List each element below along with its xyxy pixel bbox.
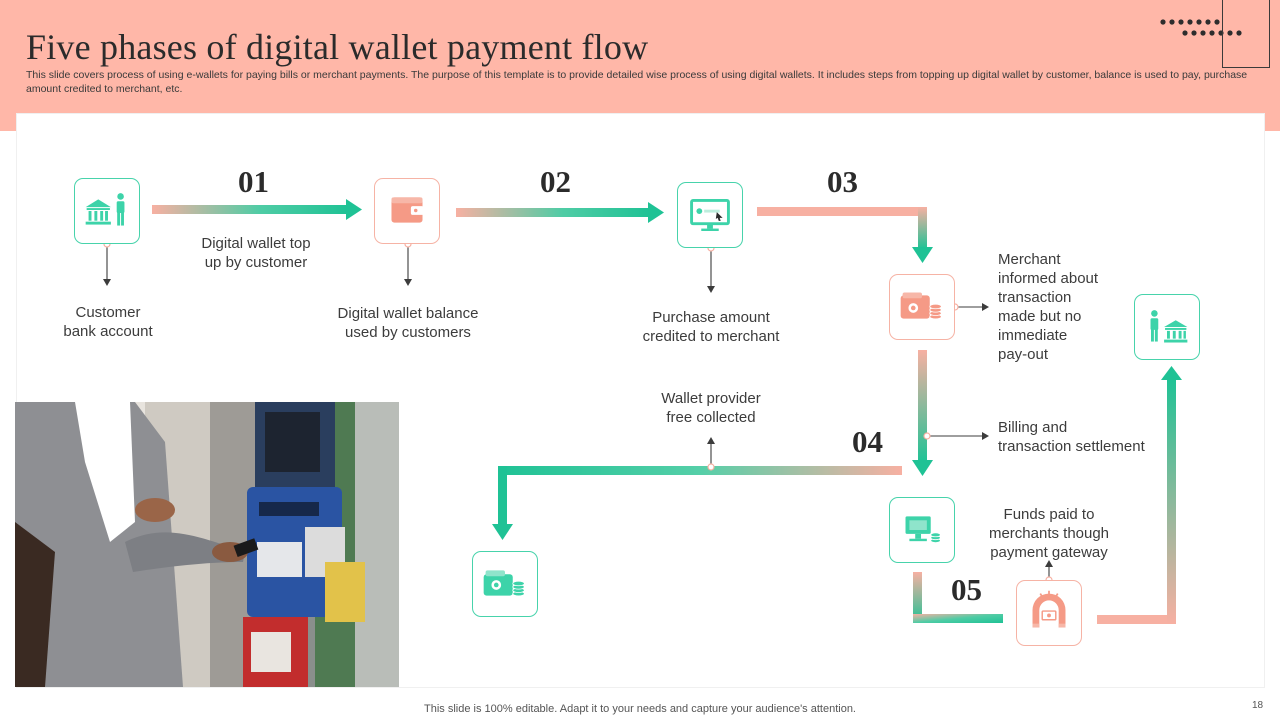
computer-coins-icon <box>905 516 941 543</box>
customer-bank-node <box>74 178 140 244</box>
arrow-04 <box>492 466 902 540</box>
arrow-final <box>1097 366 1182 624</box>
monitor-checkout-icon <box>690 199 730 231</box>
header-band: Five phases of digital wallet payment fl… <box>0 0 1280 131</box>
label-wallet-balance: Digital wallet balance used by customers <box>337 305 479 341</box>
wallet-coins-icon <box>483 570 525 597</box>
wallet-coins-icon <box>900 292 942 320</box>
footer-note: This slide is 100% editable. Adapt it to… <box>424 703 856 715</box>
arrow-04-down <box>912 350 933 476</box>
step-number-04: 04 <box>852 424 883 459</box>
arrow-03 <box>757 207 933 263</box>
merchant-informed-node <box>889 274 955 340</box>
label-billing: Billing and transaction settlement <box>998 419 1145 455</box>
label-purchase: Purchase amount credited to merchant <box>642 309 780 345</box>
step-number-03: 03 <box>827 164 858 199</box>
wallet-provider-node <box>472 551 538 617</box>
label-wallet-provider: Wallet provider free collected <box>661 390 761 426</box>
label-merchant-informed: Merchant informed about transaction made… <box>998 251 1099 363</box>
step-number-02: 02 <box>540 164 571 199</box>
payment-gateway-node <box>889 497 955 563</box>
arrow-02 <box>456 202 664 223</box>
page-subtitle: This slide covers process of using e-wal… <box>26 69 1248 95</box>
arrow-05 <box>913 572 1003 623</box>
bank-person-icon <box>85 193 125 226</box>
person-bank-icon <box>1150 310 1188 343</box>
merchant-bank-node <box>1134 294 1200 360</box>
arrow-01 <box>152 199 362 220</box>
person-at-atm-image <box>15 402 399 687</box>
wallet-balance-node <box>374 178 440 244</box>
page-number: 18 <box>1252 700 1264 711</box>
page-title: Five phases of digital wallet payment fl… <box>26 27 649 67</box>
funds-paid-node <box>1016 580 1082 646</box>
step-number-01: 01 <box>238 164 269 199</box>
connector-lines <box>103 245 1053 580</box>
wallet-icon <box>391 197 424 223</box>
decorative-dots <box>1160 19 1242 36</box>
magnet-money-icon <box>1032 590 1066 628</box>
decorative-frame <box>1222 0 1270 68</box>
purchase-node <box>677 182 743 248</box>
step-number-05: 05 <box>951 572 982 607</box>
label-funds-paid: Funds paid to merchants though payment g… <box>988 506 1110 561</box>
label-customer-bank: Customer bank account <box>63 304 153 340</box>
label-step-01: Digital wallet top up by customer <box>201 235 311 271</box>
